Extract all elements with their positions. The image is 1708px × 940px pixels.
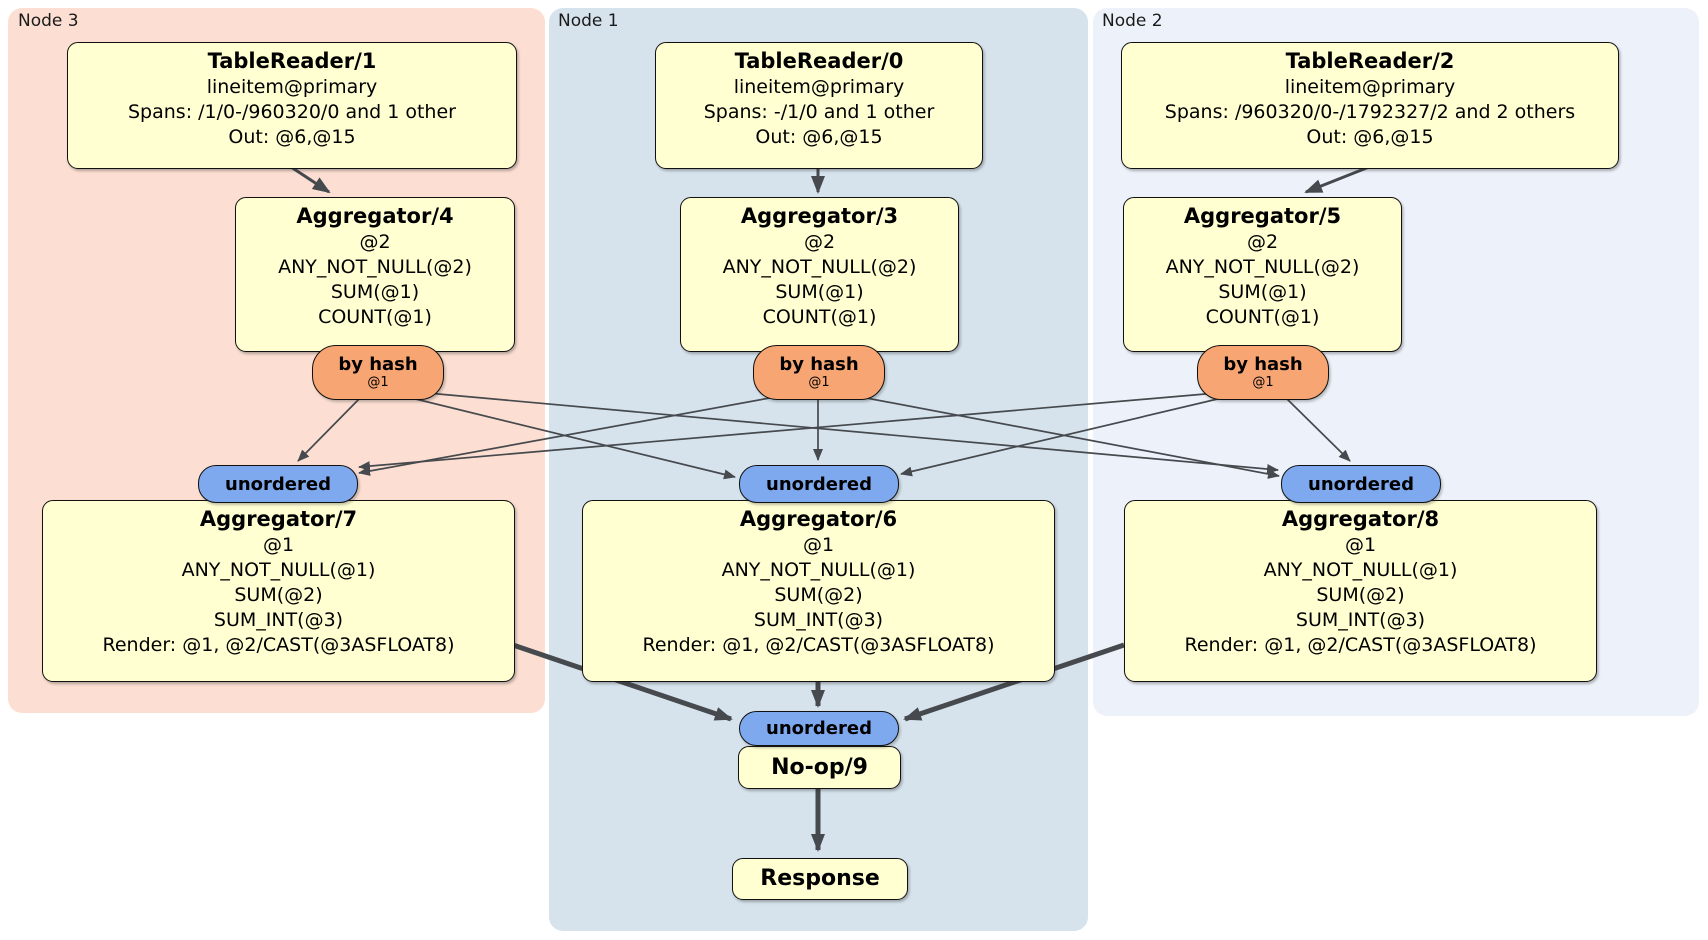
edge-bh4-uno8 [393, 389, 1279, 474]
tablereader-1-title: TableReader/1 [207, 49, 377, 73]
by-hash-router-3: by hash @1 [753, 345, 885, 400]
edge-bh3-uno8 [839, 392, 1280, 479]
aggregator-8-box: Aggregator/8 @1 ANY_NOT_NULL(@1) SUM(@2)… [1124, 500, 1597, 682]
tablereader-0-box: TableReader/0 lineitem@primary Spans: -/… [655, 42, 983, 169]
noop-9-title: No-op/9 [771, 754, 868, 780]
aggregator-3-title: Aggregator/3 [740, 204, 899, 228]
noop-9-box: No-op/9 [738, 746, 901, 789]
response-box: Response [732, 858, 908, 900]
edge-bh4-uno7 [297, 395, 363, 462]
aggregator-6-box: Aggregator/6 @1 ANY_NOT_NULL(@1) SUM(@2)… [582, 500, 1055, 682]
aggregator-6-title: Aggregator/6 [739, 507, 898, 531]
edge-agg7-uno9 [512, 642, 733, 722]
tablereader-0-title: TableReader/0 [734, 49, 904, 73]
edge-tr2-agg5 [1304, 165, 1370, 194]
node-3-label: Node 3 [18, 11, 79, 31]
unordered-stream-6: unordered [739, 465, 899, 503]
aggregator-4-box: Aggregator/4 @2 ANY_NOT_NULL(@2) SUM(@1)… [235, 197, 515, 352]
edge-tr1-agg4 [290, 165, 331, 194]
aggregator-3-box: Aggregator/3 @2 ANY_NOT_NULL(@2) SUM(@1)… [680, 197, 959, 352]
edge-agg8-uno9 [903, 642, 1125, 722]
edge-bh5-uno7 [358, 390, 1241, 472]
edge-bh3-uno7 [358, 392, 798, 476]
node-2-label: Node 2 [1102, 11, 1163, 31]
tablereader-2-box: TableReader/2 lineitem@primary Spans: /9… [1121, 42, 1619, 169]
by-hash-router-5: by hash @1 [1197, 345, 1329, 400]
by-hash-router-4: by hash @1 [312, 345, 444, 400]
tablereader-1-box: TableReader/1 lineitem@primary Spans: /1… [67, 42, 517, 169]
tablereader-2-title: TableReader/2 [1285, 49, 1455, 73]
aggregator-5-title: Aggregator/5 [1183, 204, 1342, 228]
aggregator-7-box: Aggregator/7 @1 ANY_NOT_NULL(@1) SUM(@2)… [42, 500, 515, 682]
unordered-stream-8: unordered [1281, 465, 1441, 503]
aggregator-5-box: Aggregator/5 @2 ANY_NOT_NULL(@2) SUM(@1)… [1123, 197, 1402, 352]
aggregator-8-title: Aggregator/8 [1281, 507, 1440, 531]
edge-bh5-uno8 [1283, 395, 1351, 462]
aggregator-7-title: Aggregator/7 [199, 507, 358, 531]
unordered-stream-9: unordered [739, 711, 899, 746]
unordered-stream-7: unordered [198, 465, 358, 503]
edge-bh5-uno6 [900, 392, 1244, 477]
node-1-label: Node 1 [558, 11, 619, 31]
response-title: Response [760, 866, 880, 891]
aggregator-4-title: Aggregator/4 [296, 204, 454, 228]
